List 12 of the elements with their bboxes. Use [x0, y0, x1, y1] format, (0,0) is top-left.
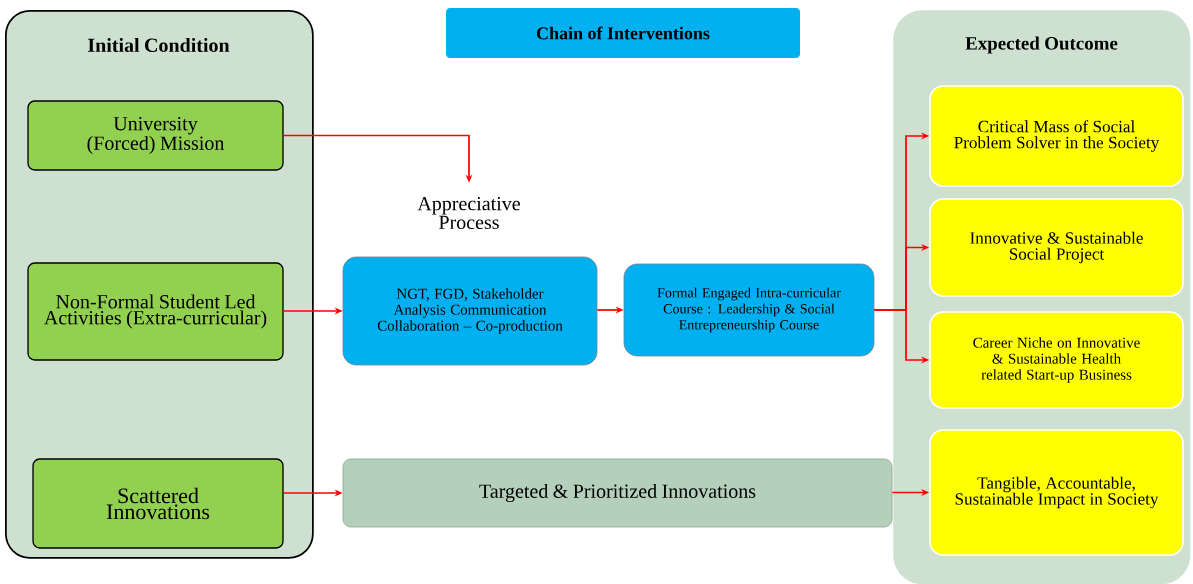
process-box: NGT, FGD, Stakeholder Analysis Communication Collaboration – Co-production — [342, 256, 598, 366]
condition-box: Non-Formal Student Led Activities (Extra-curricular) — [27, 262, 284, 361]
outcome-box: Tangible, Accountable, Sustainable Impact in Society — [929, 429, 1184, 556]
condition-box: Scattered Innovations — [32, 458, 284, 549]
condition-box: University (Forced) Mission — [27, 100, 284, 171]
outcome-box: Innovative & Sustainable Social Project — [929, 198, 1184, 297]
title-box: Chain of Interventions — [446, 8, 800, 58]
process-box: Formal Engaged Intra-curricular Course : Leadership & Social Entrepreneurship Course — [623, 263, 875, 357]
process-label: Appreciative Process — [417, 196, 520, 230]
outcome-box: Career Niche on Innovative & Sustainable Health related Start-up Business — [929, 311, 1184, 409]
outcome-box: Critical Mass of Social Problem Solver in the Society — [929, 85, 1184, 187]
process-box: Targeted & Prioritized Innovations — [342, 458, 893, 528]
